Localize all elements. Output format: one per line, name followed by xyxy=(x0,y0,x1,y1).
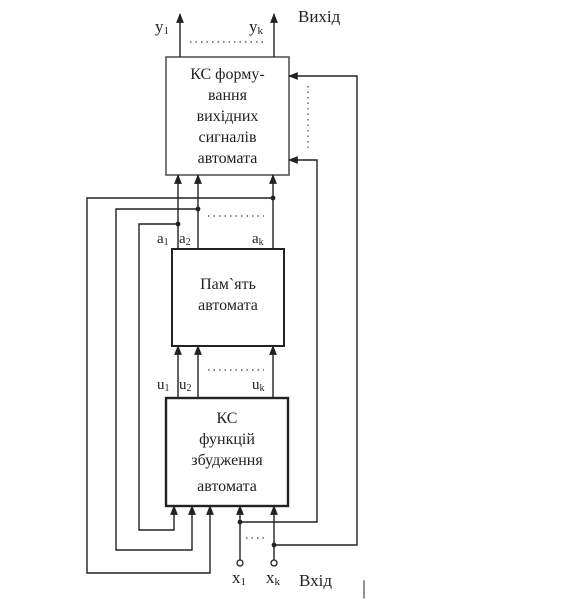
memory-line-1: Пам`ять xyxy=(200,276,256,293)
excitation-line-3: збудження xyxy=(191,452,263,469)
a2-label: a2 xyxy=(179,231,191,248)
uk-label: uk xyxy=(252,377,265,394)
feedback-loop-a2 xyxy=(115,208,198,551)
feedback-loop-ak xyxy=(86,197,273,574)
output-former-line-2: вання xyxy=(208,87,248,104)
output-title: Вихід xyxy=(298,7,341,26)
input-x1-to-output-former xyxy=(240,156,318,523)
input-xk-to-output-former xyxy=(274,72,358,546)
output-former-line-4: сигналів xyxy=(198,129,256,146)
yk-label: yk xyxy=(249,17,264,37)
input-title: Вхід xyxy=(299,571,332,590)
output-former-block xyxy=(165,56,290,176)
u2-label: u2 xyxy=(179,377,192,394)
xk-terminal xyxy=(270,559,278,567)
xk-label: xk xyxy=(266,568,281,588)
memory-block xyxy=(171,248,285,347)
excitation-line-1: КС xyxy=(217,410,238,427)
excitation-block xyxy=(164,396,290,508)
x1-terminal xyxy=(236,559,244,567)
excitation-line-2: функцій xyxy=(199,431,255,448)
y1-label: y1 xyxy=(155,17,169,37)
feedback-loop-a1 xyxy=(138,223,178,531)
x1-label: x1 xyxy=(232,568,246,588)
memory-line-2: автомата xyxy=(198,297,258,314)
output-former-line-3: вихідних xyxy=(197,108,259,125)
ak-label: ak xyxy=(252,231,264,248)
excitation-line-4: автомата xyxy=(197,478,257,495)
output-former-line-1: КС форму- xyxy=(190,66,265,83)
output-former-line-5: автомата xyxy=(198,150,258,167)
a1-label: a1 xyxy=(157,231,169,248)
u1-label: u1 xyxy=(157,377,170,394)
text-cursor: | xyxy=(362,577,366,599)
